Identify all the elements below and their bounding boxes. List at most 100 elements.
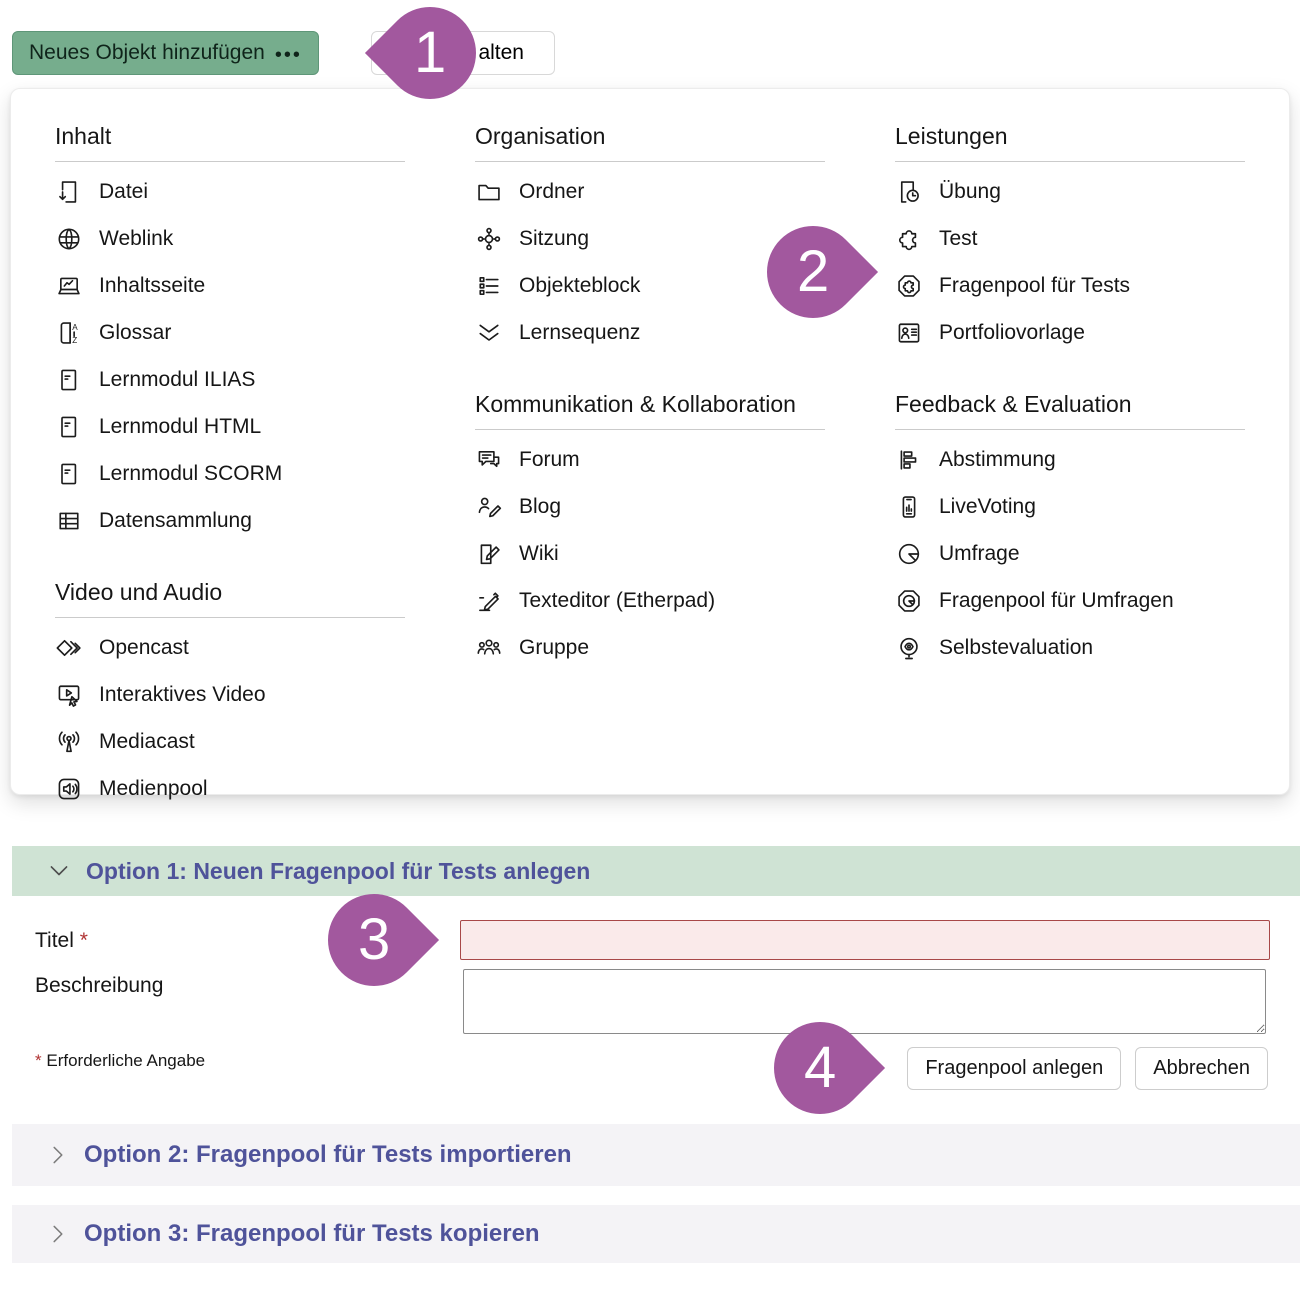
menu-item-datensammlung[interactable]: Datensammlung [55,498,405,545]
title-input[interactable] [460,920,1270,960]
section-video-und-audio: Video und Audio Opencast Interaktives Vi… [55,569,405,813]
menu-item-uebung[interactable]: Übung [895,169,1245,216]
session-icon [475,225,503,253]
table-icon [55,507,83,535]
pie-chart-icon [895,540,923,568]
blog-icon [475,493,503,521]
option2-title: Option 2: Fragenpool für Tests importier… [84,1141,572,1168]
menu-item-label: Inhaltsseite [99,274,206,298]
menu-item-selbstevaluation[interactable]: Selbstevaluation [895,625,1245,672]
menu-item-blog[interactable]: Blog [475,484,825,531]
menu-item-test[interactable]: Test [895,216,1245,263]
menu-item-wiki[interactable]: Wiki [475,531,825,578]
required-asterisk: * [79,929,88,952]
menu-column-1: Inhalt Datei Weblink Inhaltsseite Glossa… [55,101,405,813]
option2-accordion-header[interactable]: Option 2: Fragenpool für Tests importier… [12,1124,1300,1186]
menu-item-label: Sitzung [519,227,590,251]
menu-item-datei[interactable]: Datei [55,169,405,216]
list-block-icon [475,272,503,300]
menu-item-lernmodul-html[interactable]: Lernmodul HTML [55,404,405,451]
menu-item-opencast[interactable]: Opencast [55,625,405,672]
portfolio-template-icon [895,319,923,347]
menu-item-inhaltsseite[interactable]: Inhaltsseite [55,263,405,310]
menu-item-label: Portfoliovorlage [939,321,1085,345]
menu-item-livevoting[interactable]: LiveVoting [895,484,1245,531]
menu-item-texteditor[interactable]: Texteditor (Etherpad) [475,578,825,625]
people-icon [475,634,503,662]
menu-item-label: Lernmodul SCORM [99,462,283,486]
section-title: Feedback & Evaluation [895,390,1132,417]
add-new-object-button[interactable]: Neues Objekt hinzufügen ••• [12,31,319,75]
option1-title: Option 1: Neuen Fragenpool für Tests anl… [86,857,591,884]
menu-item-mediacast[interactable]: Mediacast [55,719,405,766]
menu-item-weblink[interactable]: Weblink [55,216,405,263]
menu-item-label: Mediacast [99,730,195,753]
menu-item-forum[interactable]: Forum [475,437,825,484]
menu-item-label: Opencast [99,636,189,659]
chevron-down-icon [45,857,73,885]
menu-column-2: Organisation Ordner Sitzung Objekteblock… [475,101,825,813]
menu-item-label: Ordner [519,180,585,204]
partial-button-label: alten [478,41,524,64]
menu-item-label: Test [939,227,978,251]
menu-item-label: Fragenpool für Umfragen [939,589,1174,612]
menu-item-label: Umfrage [939,542,1020,565]
section-title: Leistungen [895,123,1008,149]
menu-item-label: Abstimmung [939,448,1056,471]
pencil-icon [475,587,503,615]
speech-bubbles-icon [475,446,503,474]
wiki-icon [475,540,503,568]
menu-item-label: LiveVoting [939,495,1036,518]
menu-item-label: Wiki [519,542,559,565]
menu-item-fragenpool-umfragen[interactable]: Fragenpool für Umfragen [895,578,1245,625]
broadcast-icon [55,728,83,756]
glossary-icon [55,319,83,347]
self-evaluation-icon [895,634,923,662]
add-new-object-label: Neues Objekt hinzufügen [29,41,265,64]
menu-item-label: Blog [519,495,562,518]
menu-item-label: Fragenpool für Tests [939,274,1131,298]
menu-item-lernmodul-ilias[interactable]: Lernmodul ILIAS [55,357,405,404]
menu-item-ordner[interactable]: Ordner [475,169,825,216]
learning-module-icon [55,413,83,441]
menu-item-glossar[interactable]: Glossar [55,310,405,357]
section-title: Kommunikation & Kollabo­ration [475,390,796,417]
questionpool-test-icon [895,272,923,300]
menu-item-portfoliovorlage[interactable]: Portfoliovorlage [895,310,1245,357]
livevoting-icon [895,493,923,521]
menu-item-label: Interaktives Video [99,683,266,706]
menu-item-abstimmung[interactable]: Abstimmung [895,437,1245,484]
option1-accordion-header[interactable]: Option 1: Neuen Fragenpool für Tests anl… [12,846,1300,896]
menu-item-gruppe[interactable]: Gruppe [475,625,825,672]
menu-item-label: Texteditor (Etherpad) [519,589,716,612]
chevron-right-icon [45,1221,71,1247]
folder-icon [475,178,503,206]
menu-item-umfrage[interactable]: Umfrage [895,531,1245,578]
cancel-button[interactable]: Abbrechen [1135,1047,1268,1090]
menu-item-label: Datensammlung [99,509,252,533]
section-feedback-evaluation: Feedback & Evaluation Abstimmung LiveVot… [895,381,1245,672]
create-questionpool-button[interactable]: Fragenpool anlegen [907,1047,1122,1090]
description-label: Beschreibung [35,974,164,997]
opencast-icon [55,634,83,662]
bar-chart-icon [895,446,923,474]
form-button-row: Fragenpool anlegen Abbrechen [907,1047,1268,1090]
menu-item-objekteblock[interactable]: Objekteblock [475,263,825,310]
menu-item-label: Gruppe [519,636,590,659]
menu-item-sitzung[interactable]: Sitzung [475,216,825,263]
description-textarea[interactable] [463,969,1266,1034]
chevron-right-icon [45,1142,71,1168]
menu-item-fragenpool-tests[interactable]: Fragenpool für Tests [895,263,1245,310]
menu-item-medienpool[interactable]: Medienpool [55,766,405,813]
menu-item-label: Forum [519,448,580,471]
contentpage-icon [55,272,83,300]
menu-item-lernmodul-scorm[interactable]: Lernmodul SCORM [55,451,405,498]
menu-item-label: Lernsequenz [519,321,641,345]
section-inhalt: Inhalt Datei Weblink Inhaltsseite Glossa… [55,113,405,545]
menu-item-interaktives-video[interactable]: Interaktives Video [55,672,405,719]
interactive-video-icon [55,681,83,709]
menu-item-label: Übung [939,180,1001,204]
menu-item-lernsequenz[interactable]: Lernsequenz [475,310,825,357]
option3-accordion-header[interactable]: Option 3: Fragenpool für Tests kopieren [12,1205,1300,1263]
menu-item-label: Lernmodul ILIAS [99,368,256,392]
